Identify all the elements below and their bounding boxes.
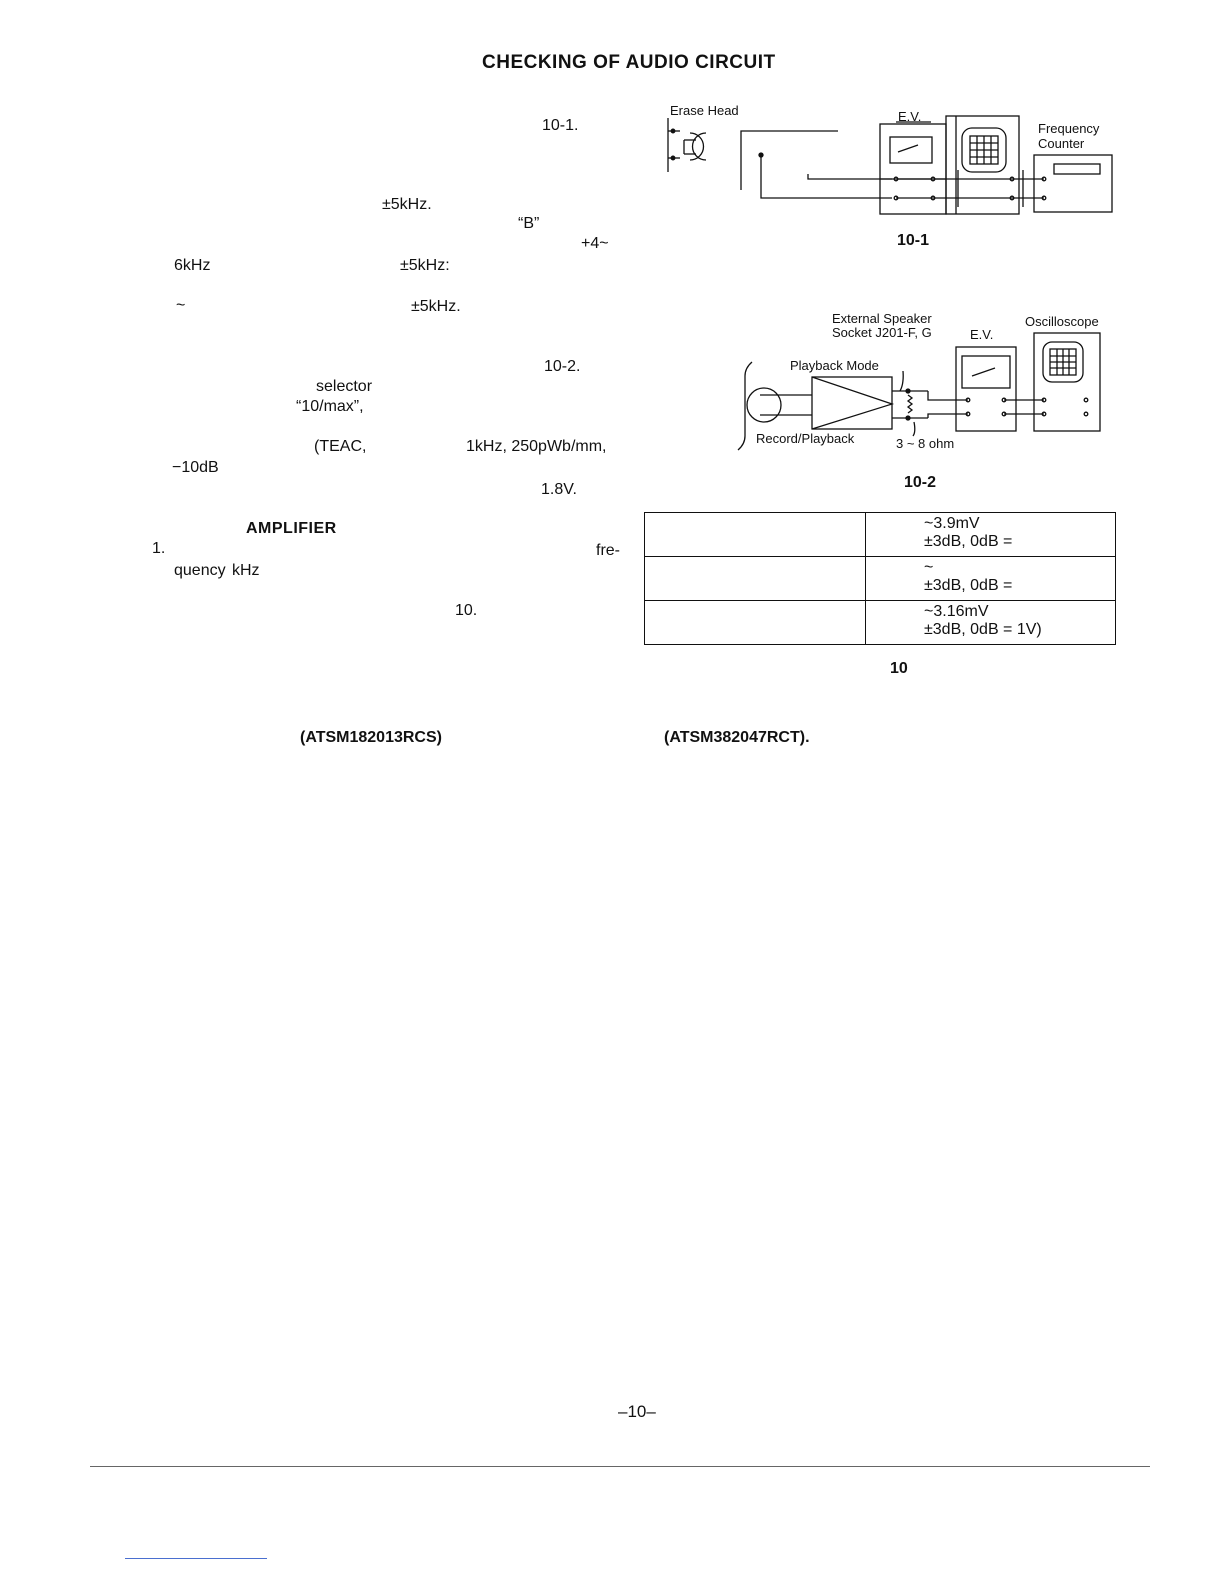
khz6-label: 6kHz [174, 257, 211, 274]
ohm-label: 3 ~ 8 ohm [896, 436, 955, 451]
fre-hyphen: fre- [596, 542, 620, 559]
bottom-rule [90, 1466, 1150, 1467]
part-number-left: (ATSM182013RCS) [300, 729, 442, 746]
ref-table-10: 10. [455, 602, 478, 619]
frequency-tolerance-1: ±5kHz. [382, 196, 432, 213]
ev-label-2: E.V. [970, 327, 994, 342]
record-playback-label: Record/Playback [756, 431, 855, 446]
audio-spec-table: ~3.9mV ±3dB, 0dB = ~ ±3dB, 0dB = ~3.16mV… [644, 512, 1116, 645]
ev-meter-icon-2 [955, 346, 1017, 432]
table-cell-line2: ±3dB, 0dB = [924, 577, 1013, 594]
oscilloscope-icon-2 [1033, 332, 1101, 432]
page-number: –10– [618, 1402, 656, 1421]
erase-head-icon [667, 118, 707, 172]
selector-label: selector [316, 378, 373, 395]
table-cell-line1: ~3.16mV [924, 603, 989, 620]
external-speaker-label: External Speaker [832, 311, 932, 326]
counter-label: Counter [1038, 136, 1085, 151]
khz-label: kHz [232, 562, 260, 579]
quency-word: quency [174, 562, 226, 579]
socket-label: Socket J201-F, G [832, 325, 932, 340]
frequency-tolerance-2: ±5kHz: [400, 257, 450, 274]
table-cell-line1: ~3.9mV [924, 515, 980, 532]
page-title: CHECKING OF AUDIO CIRCUIT [482, 52, 776, 73]
part-number-right: (ATSM382047RCT). [664, 729, 810, 746]
ev-label-1: E.V. [898, 109, 922, 124]
table-row: ~ ±3dB, 0dB = [644, 556, 1116, 601]
table-row: ~3.9mV ±3dB, 0dB = [644, 512, 1116, 557]
tape-spec-label: 1kHz, 250pWb/mm, [466, 438, 607, 455]
volts-label: 1.8V. [541, 481, 577, 498]
ref-figure-10-1: 10-1. [542, 117, 579, 134]
plus4-label: +4~ [581, 235, 609, 252]
amplifier-block-icon [811, 376, 895, 430]
amplifier-heading: AMPLIFIER [246, 520, 337, 537]
erase-head-label: Erase Head [670, 103, 739, 118]
table-cell-line2: ±3dB, 0dB = [924, 533, 1013, 550]
diagram-10-2-caption: 10-2 [904, 474, 937, 491]
max-label: “10/max”, [296, 398, 364, 415]
table-row: ~3.16mV ±3dB, 0dB = 1V) [644, 600, 1116, 645]
mode-b-label: “B” [518, 215, 540, 232]
record-playback-head-icon [746, 387, 812, 423]
step-1-number: 1. [152, 540, 166, 557]
frequency-label: Frequency [1038, 121, 1100, 136]
oscilloscope-label: Oscilloscope [1025, 314, 1099, 329]
ref-figure-10-2: 10-2. [544, 358, 581, 375]
table-10-caption: 10 [890, 660, 908, 677]
table-cell-line2: ±3dB, 0dB = 1V) [924, 621, 1042, 638]
diagram-10-1-caption: 10-1 [897, 232, 930, 249]
oscilloscope-icon [930, 115, 1020, 215]
frequency-tolerance-3: ±5kHz. [411, 298, 461, 315]
tilde-label: ~ [176, 297, 186, 314]
table-cell-line1: ~ [924, 559, 934, 576]
teac-label: (TEAC, [314, 438, 367, 455]
playback-mode-label: Playback Mode [790, 358, 879, 373]
minus10db-label: −10dB [172, 459, 219, 476]
footnote-rule [125, 1558, 267, 1559]
